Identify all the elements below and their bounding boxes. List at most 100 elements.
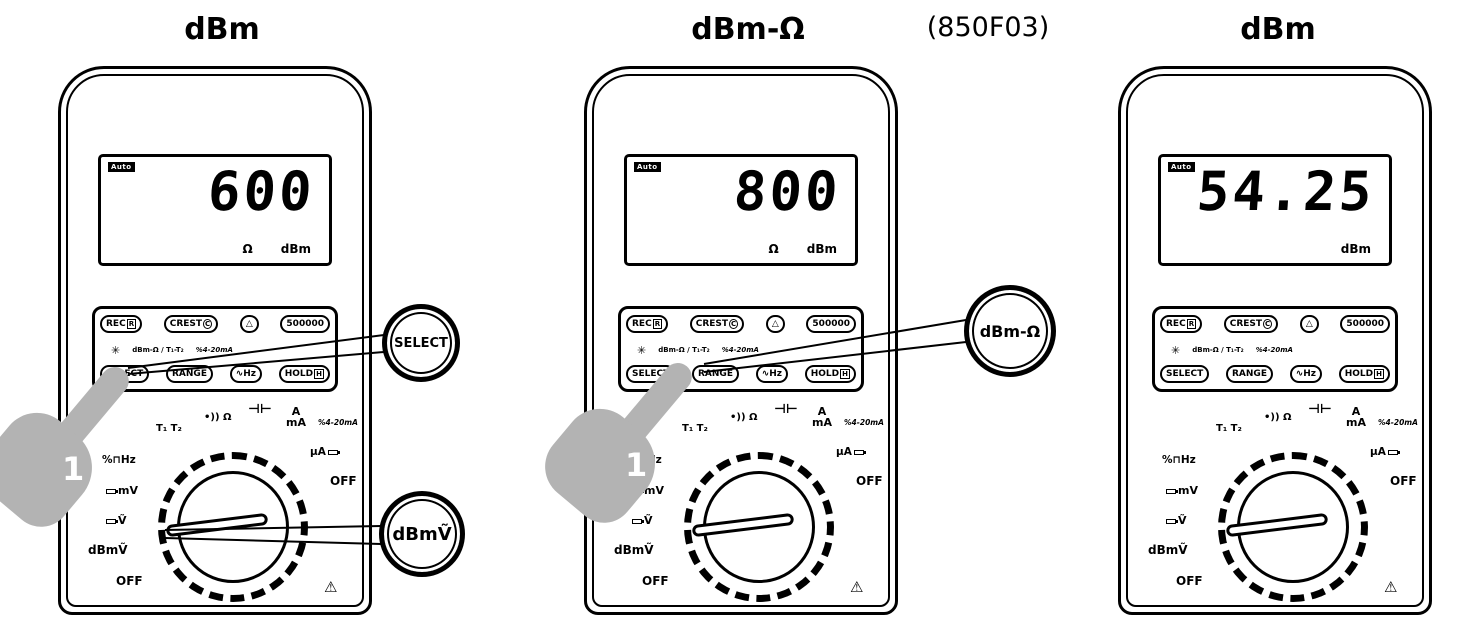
meter-shell-inner [592,74,890,607]
rec-tag: R [1186,319,1197,330]
rec-tag: R [126,319,137,330]
dial-knob[interactable] [1225,471,1349,583]
battery-icon [106,518,118,524]
mid-label-dbm-ohm: dBm-Ω / T₁-T₂ [1192,346,1244,354]
unit-ohm: Ω [242,242,253,256]
rec-tag: R [652,319,663,330]
dial-label-off-left: OFF [642,574,669,588]
dial-knob[interactable] [165,471,289,583]
hz-button[interactable]: ∿Hz [755,364,789,383]
dial-knob[interactable] [691,471,815,583]
callout-dbm-ohm: dBm-Ω [964,285,1056,377]
auto-badge: Auto [634,162,661,172]
panel1-title: dBm [184,12,260,47]
hold-tag: H [840,368,850,379]
mid-label-420ma: %4-20mA [1255,346,1293,354]
panel3-title: dBm [1240,12,1316,47]
dial-label-pct-hz: %⊓Hz [102,454,136,466]
battery-icon [1387,449,1400,455]
callout-line-dbmohm [703,341,967,373]
dial-label-t1t2: T₁ T₂ [682,423,708,434]
rotary-dial[interactable] [158,452,308,602]
rotary-dial[interactable] [684,452,834,602]
count-button[interactable]: 500000 [280,315,330,334]
dial-label-microamp: µA [310,446,340,458]
crest-tag: C [203,319,213,330]
hz-button[interactable]: ∿Hz [1289,364,1323,383]
dial-label-pct-hz: %⊓Hz [1162,454,1196,466]
rotary-dial[interactable] [1218,452,1368,602]
mid-label-dbm-ohm: dBm-Ω / T₁-T₂ [132,346,184,354]
hz-button[interactable]: ∿Hz [229,364,263,383]
button-mid-labels: ✳ dBm-Ω / T₁-T₂ %4-20mA [629,343,853,357]
callout-line-dbmohm [703,319,967,365]
hold-tag: H [314,368,324,379]
warning-icon: ⚠ [324,578,338,596]
dial-label-off-left: OFF [1176,574,1203,588]
auto-badge: Auto [108,162,135,172]
delta-button[interactable]: △ [239,315,259,334]
select-button[interactable]: SELECT [1160,364,1210,383]
meter-shell-inner [1126,74,1424,607]
auto-badge: Auto [1168,162,1195,172]
dial-label-off-right: OFF [856,474,883,488]
callout-line-select [127,334,385,369]
hold-tag: H [1374,368,1384,379]
delta-button[interactable]: △ [1299,315,1319,334]
callout-line-dbmv [164,537,382,545]
step-number: 1 [625,446,648,484]
dial-label-continuity: •)) Ω [730,412,758,423]
battery-icon [1166,518,1178,524]
count-button[interactable]: 500000 [806,315,856,334]
callout-dbmv: dBmṼ [379,491,465,577]
meter-shell-inner [66,74,364,607]
battery-icon [632,518,644,524]
count-button[interactable]: 500000 [1340,315,1390,334]
display-units: dBm [1313,242,1371,256]
range-button[interactable]: RANGE [1226,364,1273,383]
meter-shell [584,66,898,615]
callout-line-select [127,351,385,375]
figure-code: (850F03) [926,12,1050,43]
mid-label-dbm-ohm: dBm-Ω / T₁-T₂ [658,346,710,354]
button-mid-labels: ✳ dBm-Ω / T₁-T₂ %4-20mA [103,343,327,357]
battery-icon [853,449,866,455]
capacitor-icon: ⊣⊢ [248,402,272,417]
dial-label-microamp: µA [836,446,866,458]
dial-label-t1t2: T₁ T₂ [1216,423,1242,434]
meter-shell [58,66,372,615]
button-mid-labels: ✳ dBm-Ω / T₁-T₂ %4-20mA [1163,343,1387,357]
capacitor-icon: ⊣⊢ [1308,402,1332,417]
dial-label-420ma: %4-20mA [844,418,884,427]
delta-button[interactable]: △ [765,315,785,334]
battery-icon [1166,488,1178,494]
battery-icon [327,449,340,455]
unit-dbm: dBm [280,242,311,256]
backlight-icon: ✳ [1171,343,1181,357]
warning-icon: ⚠ [1384,578,1398,596]
dial-label-microamp: µA [1370,446,1400,458]
dial-label-v: Ṽ [1164,514,1187,527]
dial-label-continuity: •)) Ω [1264,412,1292,423]
